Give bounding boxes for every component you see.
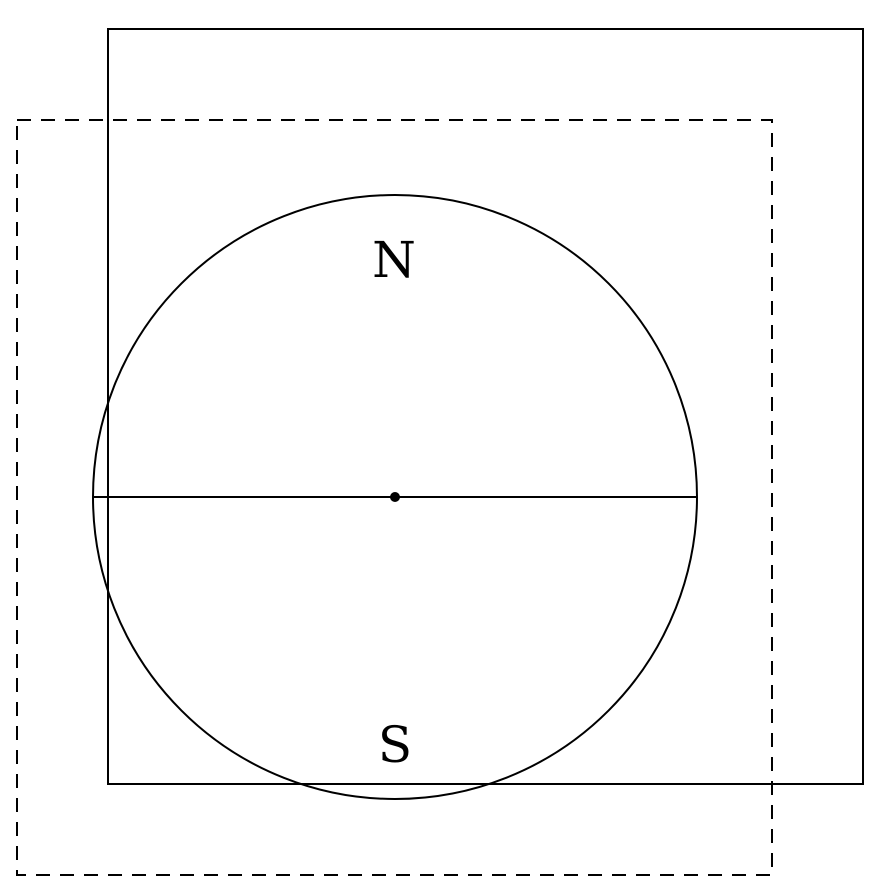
label-south: S <box>378 716 412 774</box>
label-north: N <box>372 231 416 289</box>
solid-square <box>107 28 864 785</box>
center-point <box>390 492 400 502</box>
dashed-square <box>16 119 773 876</box>
